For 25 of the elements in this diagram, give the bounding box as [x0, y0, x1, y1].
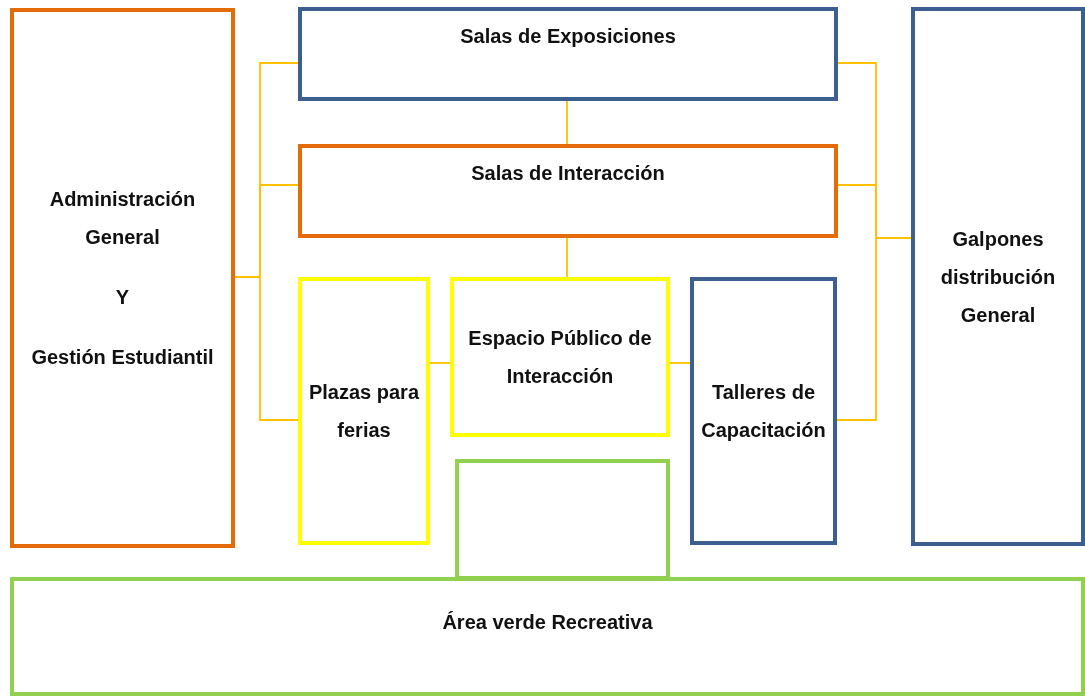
empty-box [455, 459, 670, 580]
room-box [450, 277, 670, 437]
room-box [911, 7, 1085, 546]
node-label: Galpones distribución General [939, 226, 1057, 328]
connector-line [566, 237, 568, 278]
node-label: Administración General [48, 187, 197, 250]
connector-line [669, 362, 691, 364]
node-label: Área verde Recreativa [442, 610, 653, 635]
room-box [298, 7, 838, 101]
node-label: Salas de Exposiciones [460, 24, 676, 49]
node-label: Plazas para ferias [308, 380, 420, 443]
node-label: Salas de Interacción [471, 161, 665, 186]
node-label: Talleres de Capacitación [700, 380, 827, 443]
connector-line [836, 237, 912, 421]
connector-line [234, 276, 299, 421]
node-label: Gestión Estudiantil [31, 345, 214, 370]
room-box [298, 277, 430, 545]
connector-line [566, 100, 568, 145]
room-box [298, 144, 838, 238]
room-box [10, 8, 235, 548]
room-box [690, 277, 837, 545]
area-band [10, 577, 1085, 696]
node-label: Espacio Público de Interacción [467, 326, 653, 389]
node-label: Y [115, 285, 130, 310]
connector-line [429, 362, 451, 364]
